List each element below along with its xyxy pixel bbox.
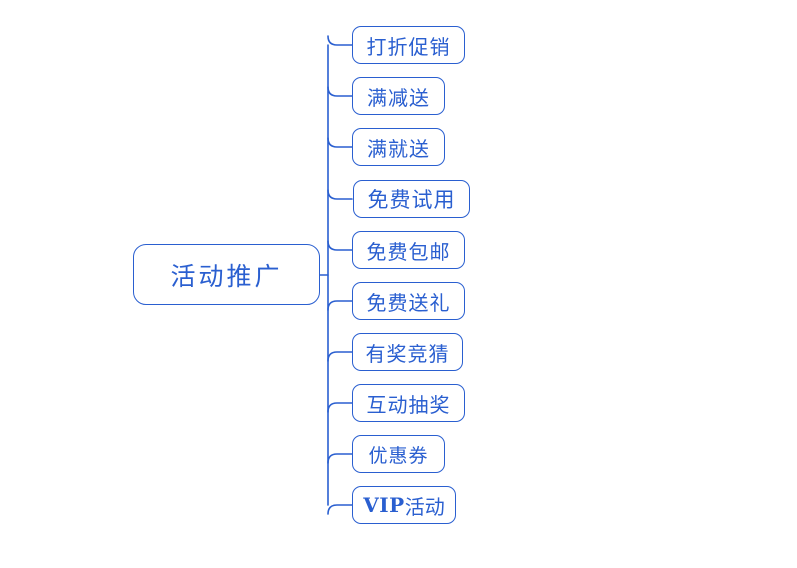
mindmap-child-label: 免费试用 bbox=[367, 188, 456, 212]
mindmap-child-node[interactable]: 互动抽奖 bbox=[352, 384, 465, 422]
mindmap-child-node[interactable]: 有奖竞猜 bbox=[352, 333, 463, 371]
mindmap-child-label: 优惠券 bbox=[368, 444, 429, 467]
mindmap-child-label: 免费送礼 bbox=[366, 290, 451, 315]
mindmap-child-node[interactable]: 满减送 bbox=[352, 77, 445, 115]
connector-branch bbox=[327, 402, 353, 413]
mindmap-child-node[interactable]: 满就送 bbox=[352, 128, 445, 166]
connector-branch bbox=[327, 300, 353, 311]
mindmap-child-label: 打折促销 bbox=[366, 34, 451, 59]
connector-branch bbox=[327, 351, 353, 362]
mindmap-root-label: 活动推广 bbox=[170, 261, 283, 291]
mindmap-child-label: 免费包邮 bbox=[366, 239, 451, 264]
mindmap-child-label-lead: VIP bbox=[363, 493, 405, 517]
mindmap-child-node[interactable]: 免费试用 bbox=[353, 180, 470, 218]
mindmap-child-node[interactable]: 优惠券 bbox=[352, 435, 445, 473]
connector-branch bbox=[327, 453, 353, 464]
mindmap-child-node[interactable]: 免费送礼 bbox=[352, 282, 465, 320]
mindmap-child-label: 满减送 bbox=[367, 85, 430, 110]
connector-branch bbox=[327, 86, 353, 97]
mindmap-child-label: 互动抽奖 bbox=[366, 392, 451, 417]
connector-branch bbox=[327, 35, 353, 46]
mindmap-child-node[interactable]: 打折促销 bbox=[352, 26, 465, 64]
connector-branch bbox=[327, 504, 353, 515]
mindmap-child-label-rest: 活动 bbox=[404, 494, 445, 519]
mindmap-child-label: 有奖竞猜 bbox=[365, 341, 450, 366]
connector-branch bbox=[327, 189, 353, 200]
connector-branch bbox=[327, 240, 353, 251]
mindmap-child-node[interactable]: 免费包邮 bbox=[352, 231, 465, 269]
connector-branch bbox=[327, 137, 353, 148]
mindmap-root-node[interactable]: 活动推广 bbox=[133, 244, 320, 305]
mindmap-child-label: 满就送 bbox=[367, 136, 430, 161]
